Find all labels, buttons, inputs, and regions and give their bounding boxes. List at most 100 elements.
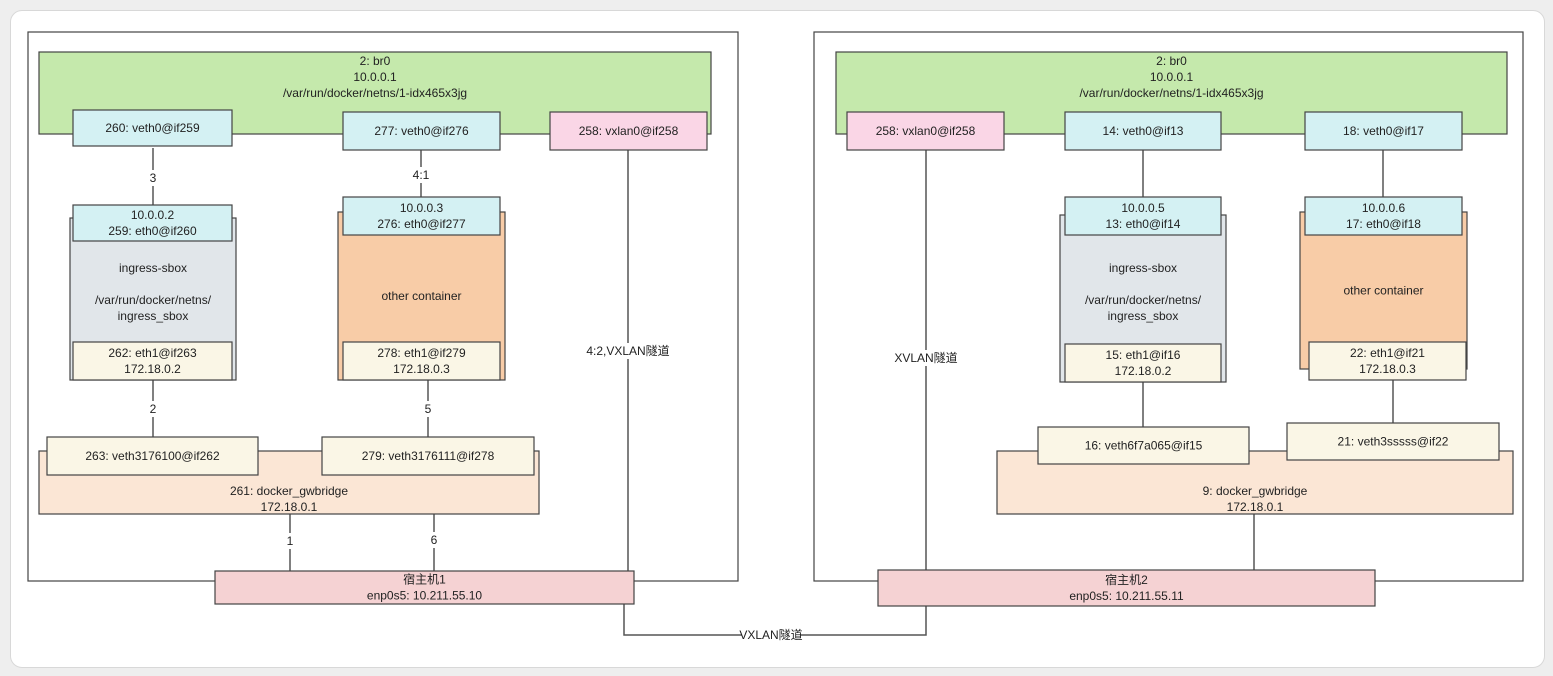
right-other-bottom-shape <box>1308 341 1467 381</box>
left-ingress-top: 10.0.0.2 259: eth0@if260 <box>72 204 233 242</box>
right-other-top-shape <box>1304 196 1463 236</box>
left-gw-veth-b: 279: veth3176111@if278 <box>321 436 535 476</box>
left-vxlan-tunnel-label: 4:2,VXLAN隧道 <box>586 343 669 358</box>
right-ingress-sbox-text: /var/run/docker/netns/ <box>1085 293 1202 307</box>
right-gw-veth-b-text: 21: veth3sssss@if22 <box>1338 435 1449 449</box>
right-ingress-bottom-shape <box>1064 343 1222 383</box>
right-other-top: 10.0.0.6 17: eth0@if18 <box>1304 196 1463 236</box>
host1-text: enp0s5: 10.211.55.10 <box>367 589 483 603</box>
step-1-label-bg <box>283 533 297 549</box>
left-veth-a: 260: veth0@if259 <box>72 109 233 147</box>
step-2-label: 2 <box>150 402 157 416</box>
host2-text: enp0s5: 10.211.55.11 <box>1069 589 1184 603</box>
step-6-label-bg <box>427 532 441 548</box>
step-1-label: 1 <box>287 534 294 548</box>
left-other-top-text: 276: eth0@if277 <box>377 217 466 231</box>
right-vxlan-tunnel-label: XVLAN隧道 <box>894 350 957 365</box>
right-br0-text: /var/run/docker/netns/1-idx465x3jg <box>1079 86 1263 100</box>
right-other-bottom-text: 22: eth1@if21 <box>1350 346 1425 360</box>
step-5-label: 5 <box>425 402 432 416</box>
left-vxlan-text: 258: vxlan0@if258 <box>579 124 679 138</box>
left-br0-text: 2: br0 <box>360 54 391 68</box>
right-other-top-text: 17: eth0@if18 <box>1346 217 1421 231</box>
left-veth-a-shape <box>72 109 233 147</box>
right-veth-a-shape <box>1064 111 1222 151</box>
right-ingress-top-shape <box>1064 196 1222 236</box>
host2-text: 宿主机2 <box>1105 572 1148 587</box>
left-gwbridge-text: 261: docker_gwbridge <box>230 484 348 498</box>
right-veth-b-shape <box>1304 111 1463 151</box>
left-ingress-top-shape <box>72 204 233 242</box>
left-other-container-text: other container <box>381 289 461 303</box>
left-gw-veth-a-shape <box>46 436 259 476</box>
right-gw-veth-a-text: 16: veth6f7a065@if15 <box>1085 439 1203 453</box>
left-gw-veth-b-shape <box>321 436 535 476</box>
left-other-top-text: 10.0.0.3 <box>400 201 444 215</box>
left-other-top: 10.0.0.3 276: eth0@if277 <box>342 196 501 236</box>
right-ingress-sbox-text: ingress-sbox <box>1109 261 1177 275</box>
left-veth-b-text: 277: veth0@if276 <box>374 124 469 138</box>
left-vxlan-shape <box>549 111 708 151</box>
host1-shape <box>214 570 635 605</box>
left-br0-text: /var/run/docker/netns/1-idx465x3jg <box>283 86 467 100</box>
host-tunnel-label-bg <box>741 627 801 643</box>
host1: 宿主机1 enp0s5: 10.211.55.10 <box>214 570 635 605</box>
step-5-label-bg <box>421 401 435 417</box>
left-ingress-sbox-text: ingress_sbox <box>118 309 189 323</box>
host-tunnel-label: VXLAN隧道 <box>739 627 802 642</box>
right-gw-veth-b: 21: veth3sssss@if22 <box>1286 422 1500 461</box>
left-other-bottom-shape <box>342 341 501 381</box>
right-br0-text: 2: br0 <box>1156 54 1187 68</box>
right-veth-b: 18: veth0@if17 <box>1304 111 1463 151</box>
left-other-bottom: 278: eth1@if279 172.18.0.3 <box>342 341 501 381</box>
step-4-1-label: 4:1 <box>413 168 430 182</box>
left-veth-a-text: 260: veth0@if259 <box>105 121 200 135</box>
left-other-bottom-text: 172.18.0.3 <box>393 362 450 376</box>
right-veth-a-text: 14: veth0@if13 <box>1103 124 1184 138</box>
step-2-label-bg <box>146 401 160 417</box>
left-veth-b-shape <box>342 111 501 151</box>
right-veth-a: 14: veth0@if13 <box>1064 111 1222 151</box>
left-gwbridge-text: 172.18.0.1 <box>261 500 318 514</box>
left-other-bottom-text: 278: eth1@if279 <box>377 346 466 360</box>
right-gwbridge-text: 9: docker_gwbridge <box>1203 484 1308 498</box>
left-ingress-top-text: 259: eth0@if260 <box>108 224 197 238</box>
right-vxlan: 258: vxlan0@if258 <box>846 111 1005 151</box>
right-vxlan-shape <box>846 111 1005 151</box>
right-vxlan-tunnel-label-bg <box>896 350 956 366</box>
right-gw-veth-a-shape <box>1037 426 1250 465</box>
host2-shape <box>877 569 1376 607</box>
left-vxlan-tunnel-label-bg <box>583 343 673 359</box>
left-gw-veth-a-text: 263: veth3176100@if262 <box>85 449 220 463</box>
left-ingress-sbox-text: /var/run/docker/netns/ <box>95 293 212 307</box>
left-ingress-sbox-text: ingress-sbox <box>119 261 187 275</box>
right-other-top-text: 10.0.0.6 <box>1362 201 1406 215</box>
step-4-1-label-bg <box>406 167 436 183</box>
right-br0-text: 10.0.0.1 <box>1150 70 1194 84</box>
left-veth-b: 277: veth0@if276 <box>342 111 501 151</box>
left-ingress-top-text: 10.0.0.2 <box>131 208 175 222</box>
left-gw-veth-a: 263: veth3176100@if262 <box>46 436 259 476</box>
left-ingress-bottom-text: 172.18.0.2 <box>124 362 181 376</box>
host2: 宿主机2 enp0s5: 10.211.55.11 <box>877 569 1376 607</box>
right-gw-veth-a: 16: veth6f7a065@if15 <box>1037 426 1250 465</box>
right-gw-veth-b-shape <box>1286 422 1500 461</box>
left-other-top-shape <box>342 196 501 236</box>
left-br0-text: 10.0.0.1 <box>353 70 397 84</box>
right-ingress-sbox-text: ingress_sbox <box>1108 309 1179 323</box>
right-ingress-bottom-text: 172.18.0.2 <box>1115 364 1172 378</box>
left-ingress-bottom-text: 262: eth1@if263 <box>108 346 197 360</box>
left-gw-veth-b-text: 279: veth3176111@if278 <box>362 449 495 463</box>
step-6-label: 6 <box>431 533 438 547</box>
right-ingress-top-text: 10.0.0.5 <box>1121 201 1165 215</box>
right-ingress-top-text: 13: eth0@if14 <box>1106 217 1181 231</box>
left-ingress-bottom: 262: eth1@if263 172.18.0.2 <box>72 341 233 381</box>
right-vxlan-text: 258: vxlan0@if258 <box>876 124 976 138</box>
host1-text: 宿主机1 <box>403 572 446 587</box>
left-ingress-bottom-shape <box>72 341 233 381</box>
right-gwbridge-text: 172.18.0.1 <box>1227 500 1284 514</box>
right-other-container-text: other container <box>1343 284 1423 298</box>
